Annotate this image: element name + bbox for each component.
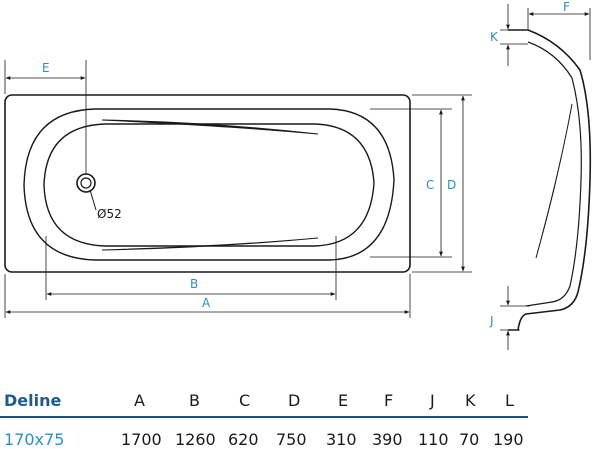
value-e: 310 [326, 430, 357, 449]
dim-label-j: J [489, 314, 494, 328]
dim-label-f: F [563, 0, 570, 14]
armrest-bottom [101, 237, 319, 251]
value-a: 1700 [121, 430, 162, 449]
side-view-outline [508, 29, 592, 331]
drain-outer [76, 173, 96, 193]
value-b: 1260 [175, 430, 216, 449]
tub-inner-rim [23, 108, 395, 261]
dim-label-k: K [490, 30, 499, 44]
drain-diameter-label: Ø52 [97, 207, 122, 221]
dim-label-b: B [190, 277, 198, 291]
dim-label-c: C [426, 178, 434, 192]
column-header-b: B [189, 391, 200, 410]
tub-outer-rim [4, 94, 411, 273]
armrest-top [101, 119, 319, 135]
tub-basin [43, 123, 375, 247]
value-j: 110 [418, 430, 449, 449]
value-c: 620 [228, 430, 259, 449]
side-view-armrest [535, 103, 573, 259]
side-view-inner [525, 41, 582, 307]
table-divider [0, 416, 528, 418]
value-k: 70 [459, 430, 480, 449]
model-size: 170x75 [4, 430, 65, 449]
value-l: 190 [493, 430, 524, 449]
model-name: Deline [4, 391, 62, 410]
column-header-f: F [384, 391, 394, 410]
column-header-j: J [430, 391, 435, 410]
dim-label-e: E [42, 61, 50, 75]
drain-inner [80, 177, 92, 189]
column-header-c: C [239, 391, 251, 410]
value-f: 390 [372, 430, 403, 449]
dim-label-a: A [202, 296, 211, 310]
dim-label-d: D [447, 178, 456, 192]
value-d: 750 [276, 430, 307, 449]
column-header-k: K [465, 391, 476, 410]
bathtub-technical-drawing: Ø52 E B A C D F K J [4, 0, 592, 350]
drain-leader [89, 189, 97, 211]
column-header-e: E [338, 391, 349, 410]
column-header-l: L [505, 391, 514, 410]
column-header-d: D [288, 391, 301, 410]
column-header-a: A [134, 391, 145, 410]
